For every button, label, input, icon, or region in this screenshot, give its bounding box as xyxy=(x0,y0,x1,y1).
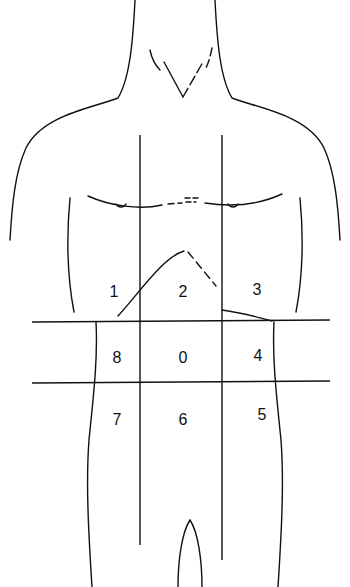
callout-number: 2 xyxy=(179,284,188,300)
grid-line xyxy=(32,320,330,322)
nipple xyxy=(116,204,126,207)
callout-number: 0 xyxy=(179,350,188,366)
chest-line xyxy=(205,194,282,205)
rib-line xyxy=(222,310,272,321)
callout-number: 4 xyxy=(254,348,263,364)
collar-line xyxy=(205,48,212,70)
trachea xyxy=(164,62,183,97)
chest-line xyxy=(185,198,198,202)
chest-line xyxy=(88,196,162,207)
neck-shoulder-outline xyxy=(10,0,135,240)
trachea xyxy=(183,62,203,97)
grid-line xyxy=(32,381,330,383)
callout-number: 1 xyxy=(110,284,119,300)
rib-arch xyxy=(118,251,184,316)
rib-arch xyxy=(188,252,216,286)
torso-side xyxy=(274,322,283,587)
chest-line xyxy=(168,203,182,204)
callout-number: 6 xyxy=(179,412,188,428)
nipple xyxy=(228,204,238,207)
grid-line xyxy=(139,135,140,545)
torso-side xyxy=(88,322,97,587)
callout-number: 8 xyxy=(113,350,122,366)
grid-line xyxy=(221,135,222,560)
callout-number: 3 xyxy=(253,282,262,298)
collar-line xyxy=(150,50,160,70)
neck-shoulder-outline xyxy=(215,0,340,240)
torso-side xyxy=(296,198,302,312)
callout-number: 7 xyxy=(113,412,122,428)
crotch-line xyxy=(178,520,202,587)
torso-side xyxy=(68,198,74,312)
callout-number: 5 xyxy=(258,407,267,423)
